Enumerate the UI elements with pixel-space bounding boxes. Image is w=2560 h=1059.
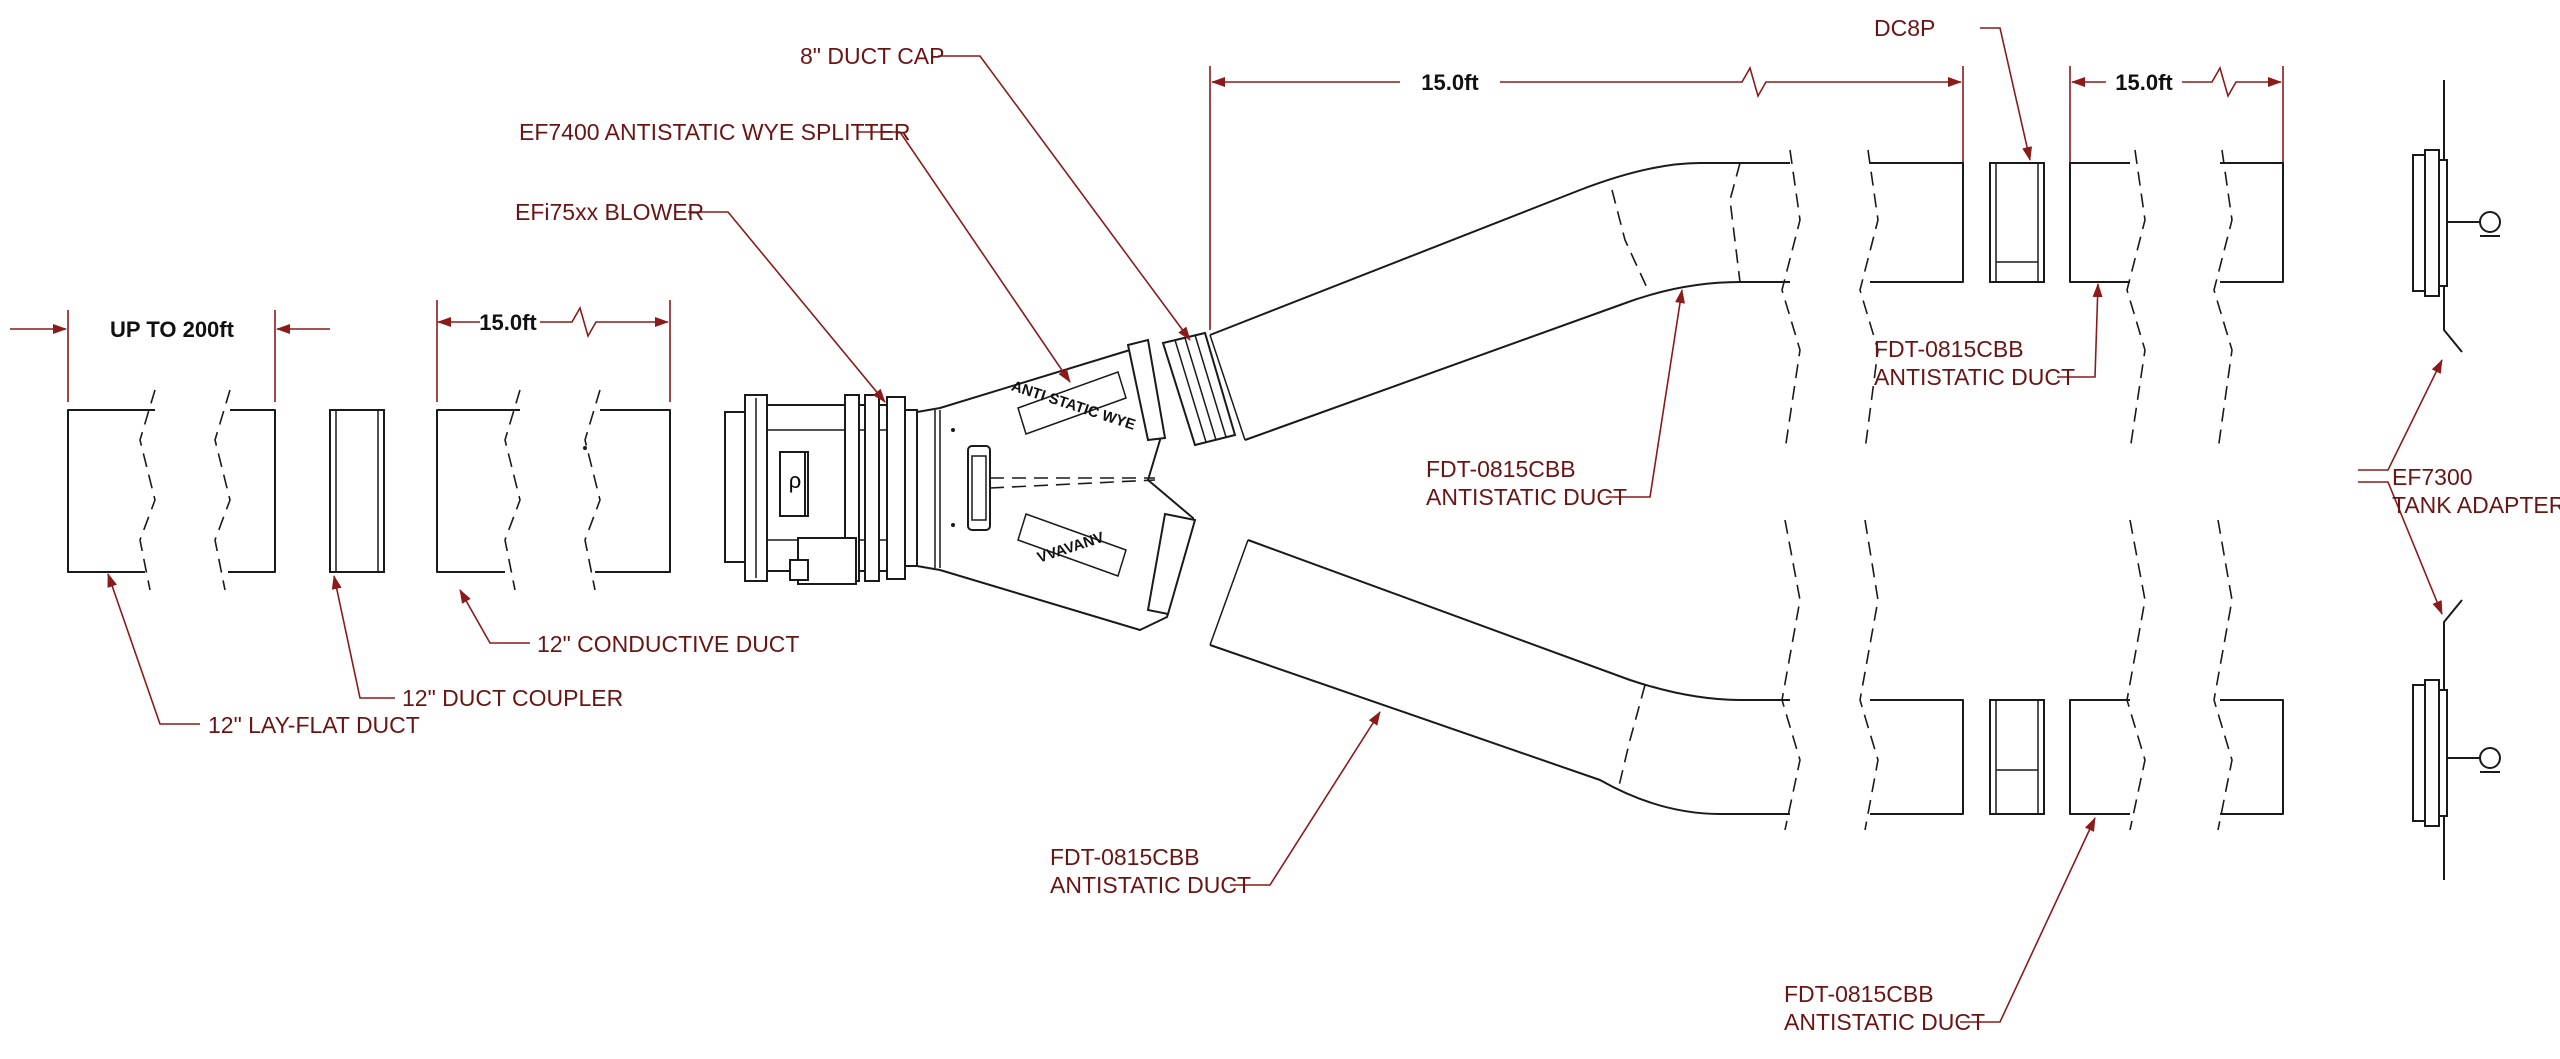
dim-label-right-run: 15.0ft xyxy=(2115,70,2173,95)
label-fdt-upper-mid-2: ANTISTATIC DUCT xyxy=(1426,484,1627,510)
label-duct-cap: 8" DUCT CAP xyxy=(800,43,945,69)
wye-splitter: ANTI STATIC WYE VVAVANV xyxy=(916,338,1197,631)
dim-label-lay-flat: UP TO 200ft xyxy=(110,317,235,342)
label-fdt-lower-mid-2: ANTISTATIC DUCT xyxy=(1050,872,1251,898)
label-conductive-duct: 12" CONDUCTIVE DUCT xyxy=(537,631,799,657)
label-dc8p: DC8P xyxy=(1874,15,1935,41)
lower-run-segment-1 xyxy=(1859,519,1964,831)
dim-label-conductive: 15.0ft xyxy=(479,310,537,335)
dim-label-upper-run: 15.0ft xyxy=(1421,70,1479,95)
label-lay-flat-duct: 12" LAY-FLAT DUCT xyxy=(208,712,420,738)
tank-adapter-lower xyxy=(2412,599,2501,880)
label-duct-coupler: 12" DUCT COUPLER xyxy=(402,685,623,711)
tank-adapter-upper xyxy=(2412,80,2501,353)
label-blower: EFi75xx BLOWER xyxy=(515,199,704,225)
label-tank-adapter-1: EF7300 xyxy=(2392,464,2473,490)
lower-run-segment-2 xyxy=(2069,519,2284,831)
wye-stamp-bottom: VVAVANV xyxy=(1035,529,1106,567)
label-wye-splitter: EF7400 ANTISTATIC WYE SPLITTER xyxy=(519,119,911,145)
dc8p-lower xyxy=(1989,699,2045,815)
wye-stamp-top: ANTI STATIC WYE xyxy=(1009,378,1137,434)
lay-flat-duct xyxy=(67,389,276,591)
callout-leaders xyxy=(107,27,2443,1023)
upper-run-segment-1 xyxy=(1859,149,1964,451)
label-fdt-upper-right-2: ANTISTATIC DUCT xyxy=(1874,364,2075,390)
label-fdt-lower-right-1: FDT-0815CBB xyxy=(1784,981,1934,1007)
duct-coupler xyxy=(329,409,385,573)
upper-run-segment-2 xyxy=(2069,149,2284,451)
label-fdt-lower-mid-1: FDT-0815CBB xyxy=(1050,844,1200,870)
dimension-conductive: 15.0ft xyxy=(436,300,671,402)
dimension-right-run: 15.0ft xyxy=(2069,65,2284,170)
label-fdt-upper-right-1: FDT-0815CBB xyxy=(1874,336,2024,362)
svg-text:ρ: ρ xyxy=(789,468,802,493)
label-tank-adapter-2: TANK ADAPTER xyxy=(2392,492,2560,518)
duct-cap xyxy=(1161,331,1237,447)
blower: ρ xyxy=(724,394,918,585)
label-fdt-upper-mid-1: FDT-0815CBB xyxy=(1426,456,1576,482)
label-fdt-lower-right-2: ANTISTATIC DUCT xyxy=(1784,1009,1985,1035)
dimension-upper-run: 15.0ft xyxy=(1209,65,1964,330)
conductive-duct xyxy=(436,389,671,591)
dc8p-upper xyxy=(1989,162,2045,283)
dimension-lay-flat: UP TO 200ft xyxy=(10,310,330,402)
upper-flex-duct xyxy=(1209,149,1801,451)
lower-flex-duct xyxy=(1209,519,1801,831)
